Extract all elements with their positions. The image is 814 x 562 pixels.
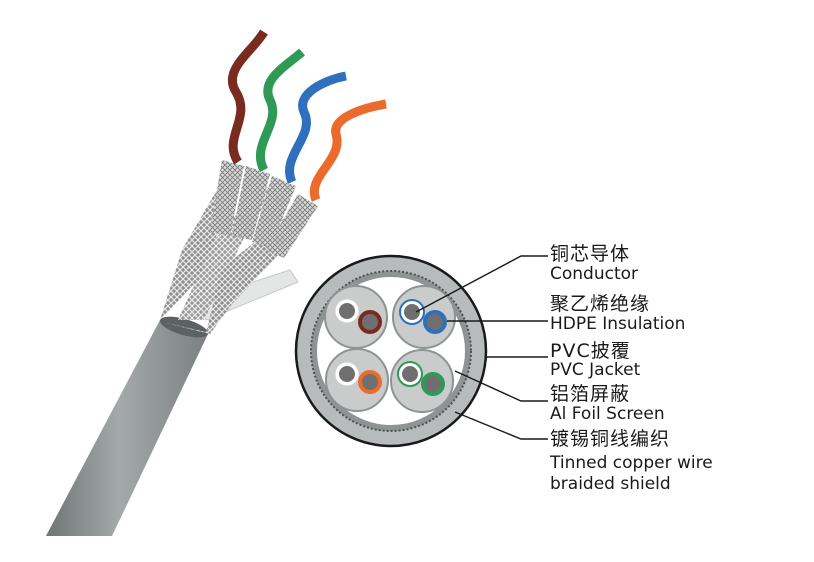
pair-sleeve-orange — [266, 194, 318, 258]
label-braid-en-line2: braided shield — [550, 474, 671, 494]
label-braid-zh: 镀锡铜线编织 — [550, 428, 671, 450]
label-insulation-en: HDPE Insulation — [550, 314, 686, 334]
label-braid-en-line1: Tinned copper wire — [550, 453, 713, 473]
label-conductor-zh: 铜芯导体 — [550, 243, 631, 265]
leader-lines — [415, 255, 548, 440]
pair-sleeve-blue — [252, 176, 296, 248]
label-jacket-en: PVC Jacket — [550, 360, 641, 380]
pair-sleeve-green — [232, 166, 270, 240]
twisted-pair-orange — [306, 95, 387, 204]
leader-conductor — [415, 255, 548, 313]
pvc-jacket-tube — [46, 320, 208, 536]
leader-foil — [454, 370, 548, 402]
twisted-pair-blue — [282, 67, 347, 185]
label-conductor-en: Conductor — [550, 264, 639, 284]
label-foil-en: Al Foil Screen — [550, 404, 665, 424]
label-jacket-zh: PVC披覆 — [550, 340, 631, 362]
cable-side-view — [46, 28, 387, 536]
twisted-pair-green — [254, 46, 305, 173]
cable-cross-section — [294, 254, 488, 448]
label-insulation-zh: 聚乙烯绝缘 — [550, 293, 651, 315]
twisted-pair-brown — [227, 28, 268, 165]
pair-sleeve-brown — [210, 160, 244, 236]
leader-braid — [454, 411, 548, 440]
label-foil-zh: 铝箔屏蔽 — [550, 383, 631, 405]
